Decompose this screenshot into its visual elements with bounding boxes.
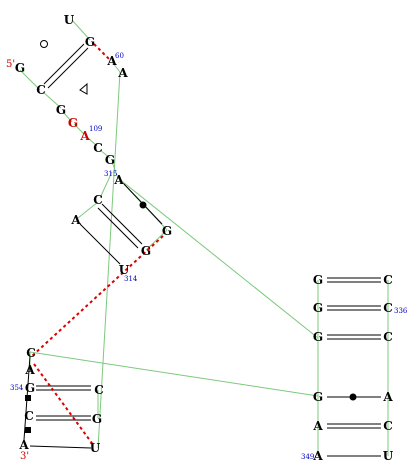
nucleotide: A [24,363,35,377]
base-pair-line [79,223,121,265]
nucleotide: C [26,346,36,360]
nucleotide: C [36,83,46,97]
nucleotide: G [25,381,35,395]
nucleotide: A [18,438,29,452]
tertiary-line [93,43,111,61]
backbone-segment [111,61,121,73]
nucleotide: A [117,66,128,80]
backbone-segment [99,149,111,159]
backbone [19,19,389,456]
nucleotides: U G A A G C G G A C G A C A U G G G C G … [15,13,394,463]
position-index: 315 [104,170,117,178]
base-pair-line [43,43,85,85]
nucleotide: A [382,390,393,404]
nucleotide-highlighted: A [79,129,90,143]
filled-square-symbol [25,427,31,433]
nucleotide: G [15,61,25,75]
nucleotide: U [383,449,394,463]
open-circle-symbol [40,40,48,48]
nucleotide: C [93,141,103,155]
backbone-segment [97,71,121,449]
position-index: 314 [124,275,138,283]
nucleotide-highlighted: G [68,116,78,130]
nucleotide: C [383,301,393,315]
nucleotide: C [93,193,103,207]
backbone-segment [73,123,85,135]
backbone-segment [117,177,319,339]
nucleotide: C [383,273,393,287]
position-index: 109 [89,125,102,133]
nucleotide: C [383,419,393,433]
nucleotide: G [56,103,66,117]
nucleotide: C [383,330,393,344]
backbone-segment [77,201,99,219]
tertiary-line [33,363,95,447]
nucleotide: A [106,54,117,68]
nucleotide: G [105,153,115,167]
filled-circle-symbol [349,393,357,401]
nucleotide: C [24,409,34,423]
three-prime-label: 3' [20,451,29,462]
base-pairs [23,43,381,457]
position-indices: 60 109 315 314 336 354 349 [10,52,408,461]
position-index: 354 [10,384,24,392]
filled-circle-symbol [139,201,147,209]
nucleotide: C [94,383,104,397]
nucleotide: A [70,213,81,227]
five-prime-label: 5' [6,59,15,70]
nucleotide: G [85,35,95,49]
position-index: 60 [115,52,124,60]
nucleotide: G [141,244,151,258]
nucleotide: G [92,412,102,426]
nucleotide: G [313,390,323,404]
nucleotide: A [113,173,124,187]
nucleotide: A [312,419,323,433]
nucleotide: U [64,13,75,27]
backbone-segment [111,161,119,179]
backbone-segment [42,91,62,109]
base-pair-line [97,207,139,249]
backbone-segment [86,136,98,147]
base-pair-line [29,445,92,449]
nucleotide: A [312,449,323,463]
nucleotide: G [313,301,323,315]
backbone-segment [71,19,91,41]
position-index: 336 [394,307,408,315]
nucleotide: U [119,263,130,277]
open-triangle-symbol [79,82,88,95]
filled-square-symbol [25,395,31,401]
backbone-segment [99,171,113,199]
backbone-segment [19,69,41,91]
base-pair-line [101,203,143,245]
base-pair-line [47,47,89,89]
backbone-segment [62,111,73,123]
position-index: 349 [301,453,314,461]
nucleotide: G [313,273,323,287]
backbone-segment [29,351,319,397]
nucleotide: G [162,224,172,238]
backbone-segment [145,229,168,251]
nucleotide: U [90,441,101,455]
nucleotide: G [313,330,323,344]
tertiary-interactions [31,43,164,447]
